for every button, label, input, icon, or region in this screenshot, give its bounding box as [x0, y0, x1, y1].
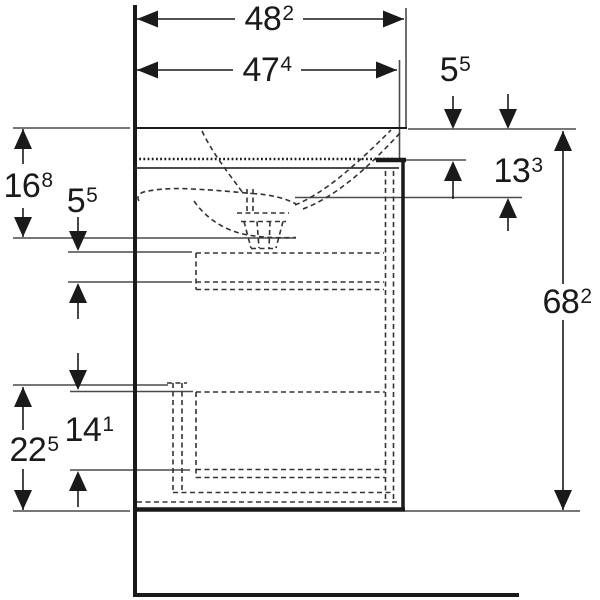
dim-superscript: 5 — [47, 433, 59, 456]
dim-superscript: 4 — [280, 53, 292, 76]
dimension-22-5 — [14, 387, 32, 510]
dim-value: 48 — [244, 0, 282, 38]
extension-lines — [13, 8, 580, 512]
dim-value: 5 — [439, 51, 459, 89]
dim-right-small-label: 55 — [440, 53, 471, 87]
dim-superscript: 2 — [282, 2, 294, 25]
dim-value: 22 — [9, 431, 47, 469]
lower-drawer — [167, 382, 393, 494]
dim-top-inner-label: 474 — [242, 51, 292, 89]
dimension-16-8 — [14, 129, 32, 237]
dim-superscript: 5 — [86, 184, 98, 207]
dim-value: 5 — [66, 182, 86, 220]
dim-superscript: 1 — [102, 413, 114, 436]
dim-superscript: 5 — [459, 53, 471, 76]
dimension-5-5-right — [444, 96, 462, 199]
dim-superscript: 3 — [531, 154, 543, 177]
dimension-5-5-left — [69, 217, 87, 319]
upper-drawer — [195, 252, 384, 291]
dim-right-mid-label: 133 — [493, 152, 543, 190]
dim-top-outer-label: 482 — [244, 0, 294, 38]
dimension-47-4 — [137, 61, 397, 79]
dim-value: 13 — [493, 152, 531, 190]
cabinet-hidden-lines — [137, 171, 397, 503]
wall-and-floor — [133, 5, 519, 597]
dimension-48-2 — [137, 10, 404, 28]
dim-left-upper-label: 168 — [0, 167, 56, 205]
dim-left-small-label: 55 — [67, 184, 98, 218]
dim-value: 14 — [64, 411, 102, 449]
dim-left-lower-label: 225 — [6, 431, 62, 469]
dimension-68-2 — [554, 131, 572, 510]
dim-superscript: 2 — [580, 285, 592, 308]
dim-value: 16 — [3, 167, 41, 205]
dim-right-full-label: 682 — [539, 283, 595, 321]
dimension-13-3 — [499, 94, 517, 231]
washbasin — [135, 127, 407, 250]
cabinet — [135, 159, 405, 512]
basin-hidden-outline — [137, 129, 401, 250]
dim-superscript: 8 — [41, 169, 53, 192]
dim-value: 47 — [242, 51, 280, 89]
dim-value: 68 — [542, 283, 580, 321]
dim-left-drawer-label: 141 — [64, 411, 114, 449]
dimension-14-1 — [69, 353, 87, 507]
